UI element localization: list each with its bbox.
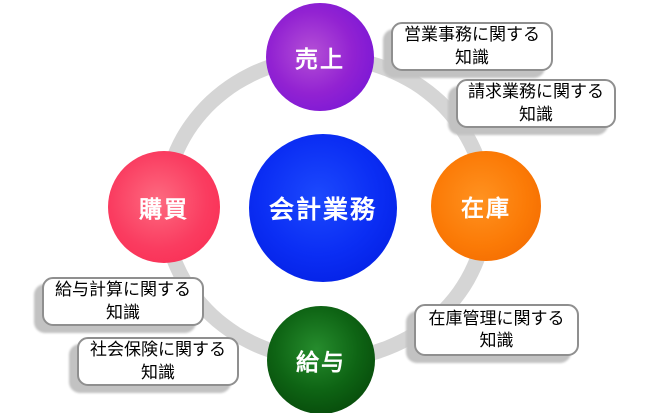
callout-payroll-calculation-knowledge: 給与計算に関する 知識 bbox=[42, 277, 204, 326]
callout-text-line1: 給与計算に関する bbox=[55, 280, 191, 301]
callout-inventory-management-knowledge: 在庫管理に関する 知識 bbox=[414, 304, 579, 356]
callout-text-line2: 知識 bbox=[479, 331, 514, 351]
node-sales: 売上 bbox=[266, 3, 374, 111]
node-accounting-label: 会計業務 bbox=[268, 195, 377, 224]
node-payroll: 給与 bbox=[267, 306, 375, 413]
callout-text-line1: 社会保険に関する bbox=[90, 340, 226, 361]
node-inventory-label: 在庫 bbox=[461, 196, 511, 222]
callout-text-line2: 知識 bbox=[141, 362, 175, 383]
node-accounting-center: 会計業務 bbox=[249, 134, 397, 282]
node-purchase-label: 購買 bbox=[139, 197, 189, 223]
callout-sales-admin-knowledge: 営業事務に関する 知識 bbox=[391, 22, 553, 71]
callout-text-line2: 知識 bbox=[519, 104, 553, 125]
callout-text-line2: 知識 bbox=[106, 302, 140, 323]
callout-text-line2: 知識 bbox=[455, 47, 489, 68]
node-payroll-label: 給与 bbox=[296, 350, 346, 376]
node-purchase: 購買 bbox=[108, 151, 220, 263]
callout-social-insurance-knowledge: 社会保険に関する 知識 bbox=[77, 337, 239, 386]
node-inventory: 在庫 bbox=[431, 151, 541, 261]
node-sales-label: 売上 bbox=[295, 47, 345, 73]
callout-text-line1: 在庫管理に関する bbox=[428, 308, 565, 329]
callout-text-line1: 営業事務に関する bbox=[404, 25, 540, 46]
callout-text-line1: 請求業務に関する bbox=[468, 82, 604, 103]
callout-billing-knowledge: 請求業務に関する 知識 bbox=[456, 79, 616, 128]
